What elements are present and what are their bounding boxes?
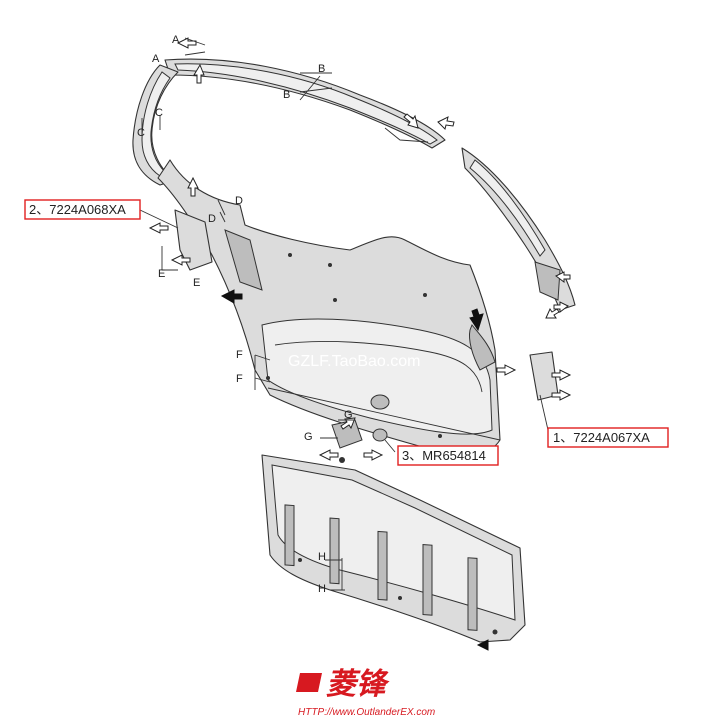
callout-part-3-text: 3、MR654814 xyxy=(402,448,486,463)
logo-text: 菱锋 xyxy=(326,667,390,702)
label-F-top: F xyxy=(236,349,243,361)
callout-part-2: 2、7224A068XA xyxy=(24,199,141,220)
label-A-top: A xyxy=(172,34,180,46)
bracket-part-2 xyxy=(174,209,213,271)
label-G-top: G xyxy=(344,409,353,421)
solid-arrows xyxy=(220,289,489,651)
label-A-second: A xyxy=(152,53,160,65)
label-C-right: C xyxy=(155,107,163,119)
callout-part-1: 1、7224A067XA xyxy=(547,427,669,448)
label-B-top: B xyxy=(318,63,325,75)
watermark-text: GZLF.TaoBao.com xyxy=(288,353,421,370)
logo-mark-icon xyxy=(296,673,322,692)
callout-part-2-text: 2、7224A068XA xyxy=(29,202,126,217)
label-E-left: E xyxy=(158,268,165,280)
label-D-top: D xyxy=(235,195,243,207)
label-D-second: D xyxy=(208,213,216,225)
callout-part-3: 3、MR654814 xyxy=(397,445,499,466)
upper-header-trim xyxy=(164,58,446,149)
label-G-second: G xyxy=(304,431,313,443)
right-pillar-trim xyxy=(461,147,576,311)
section-lines xyxy=(139,37,549,591)
label-H-top: H xyxy=(318,551,326,563)
upper-door-trim-panel xyxy=(157,159,501,458)
logo-url: HTTP://www.OutlanderEX.com xyxy=(298,707,435,718)
lower-liner-panel xyxy=(261,454,526,643)
section-letters: A A B B C C D D E E F F G G H H xyxy=(137,34,353,595)
callout-part-1-text: 1、7224A067XA xyxy=(553,430,650,445)
label-E-right: E xyxy=(193,277,200,289)
brand-logo: 菱锋 HTTP://www.OutlanderEX.com xyxy=(296,667,435,718)
location-arrows xyxy=(148,37,572,461)
label-F-second: F xyxy=(236,373,243,385)
label-C-left: C xyxy=(137,127,145,139)
label-B-second: B xyxy=(283,89,290,101)
label-H-second: H xyxy=(318,583,326,595)
